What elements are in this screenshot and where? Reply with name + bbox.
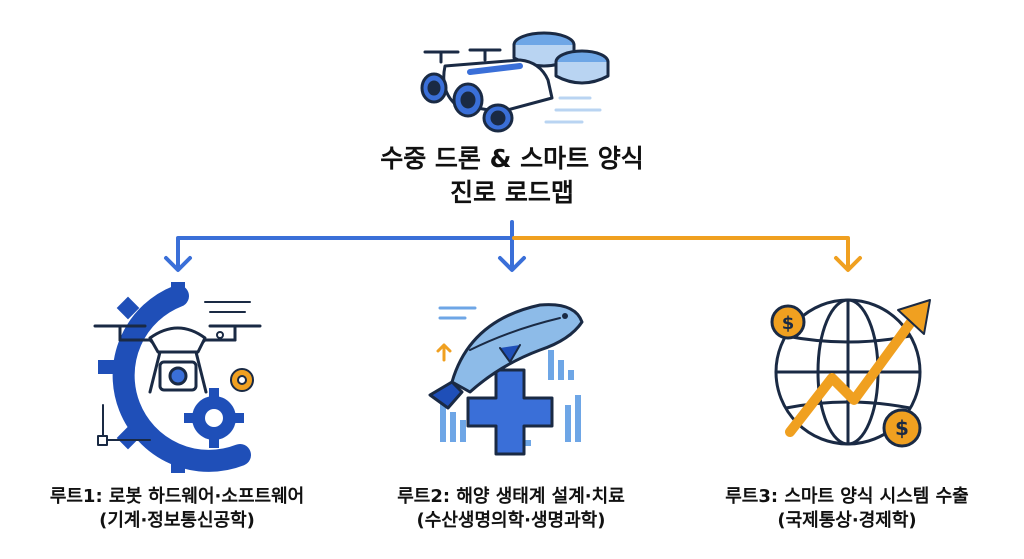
dollar-coin-icon: $ xyxy=(770,304,806,340)
chart-bars-icon xyxy=(440,350,581,446)
route-2-title: 루트2: 해양 생태계 설계·치료 xyxy=(397,486,625,507)
drone-gear-icon xyxy=(93,282,262,473)
fish-cage-icon xyxy=(512,31,610,85)
svg-text:$: $ xyxy=(782,313,795,334)
title-line-1: 수중 드론 & 스마트 양식 xyxy=(380,144,644,173)
small-gear-icon xyxy=(230,368,254,392)
route-3: 루트3: 스마트 양식 시스템 수출 (국제통상·경제학) xyxy=(677,485,1017,533)
arrowhead-right xyxy=(834,256,862,272)
route-1-title: 루트1: 로봇 하드웨어·소프트웨어 xyxy=(49,486,305,507)
route-3-subtitle: (국제통상·경제학) xyxy=(777,510,917,531)
page-title: 수중 드론 & 스마트 양식 진로 로드맵 xyxy=(312,142,712,210)
globe-growth-dollar-icon: $ $ xyxy=(770,298,931,448)
route-2-subtitle: (수산생명의학·생명과학) xyxy=(416,510,606,531)
title-line-2: 진로 로드맵 xyxy=(450,178,574,207)
route-1-subtitle: (기계·정보통신공학) xyxy=(99,510,255,531)
branch-right-line xyxy=(512,236,850,270)
route-2: 루트2: 해양 생태계 설계·치료 (수산생명의학·생명과학) xyxy=(341,485,681,533)
arrowhead-center xyxy=(498,256,526,272)
dollar-coin-icon: $ xyxy=(882,408,922,448)
arrowhead-left xyxy=(164,256,192,272)
branch-left-line xyxy=(176,236,514,270)
route-1: 루트1: 로봇 하드웨어·소프트웨어 (기계·정보통신공학) xyxy=(7,485,347,533)
connector-lines xyxy=(164,220,862,272)
svg-text:$: $ xyxy=(895,416,909,440)
growth-arrow-icon xyxy=(785,313,919,437)
fish-medical-cross-icon xyxy=(428,303,584,456)
route-3-title: 루트3: 스마트 양식 시스템 수출 xyxy=(725,486,969,507)
gear-icon xyxy=(184,388,244,448)
underwater-drone-icon xyxy=(420,31,610,133)
